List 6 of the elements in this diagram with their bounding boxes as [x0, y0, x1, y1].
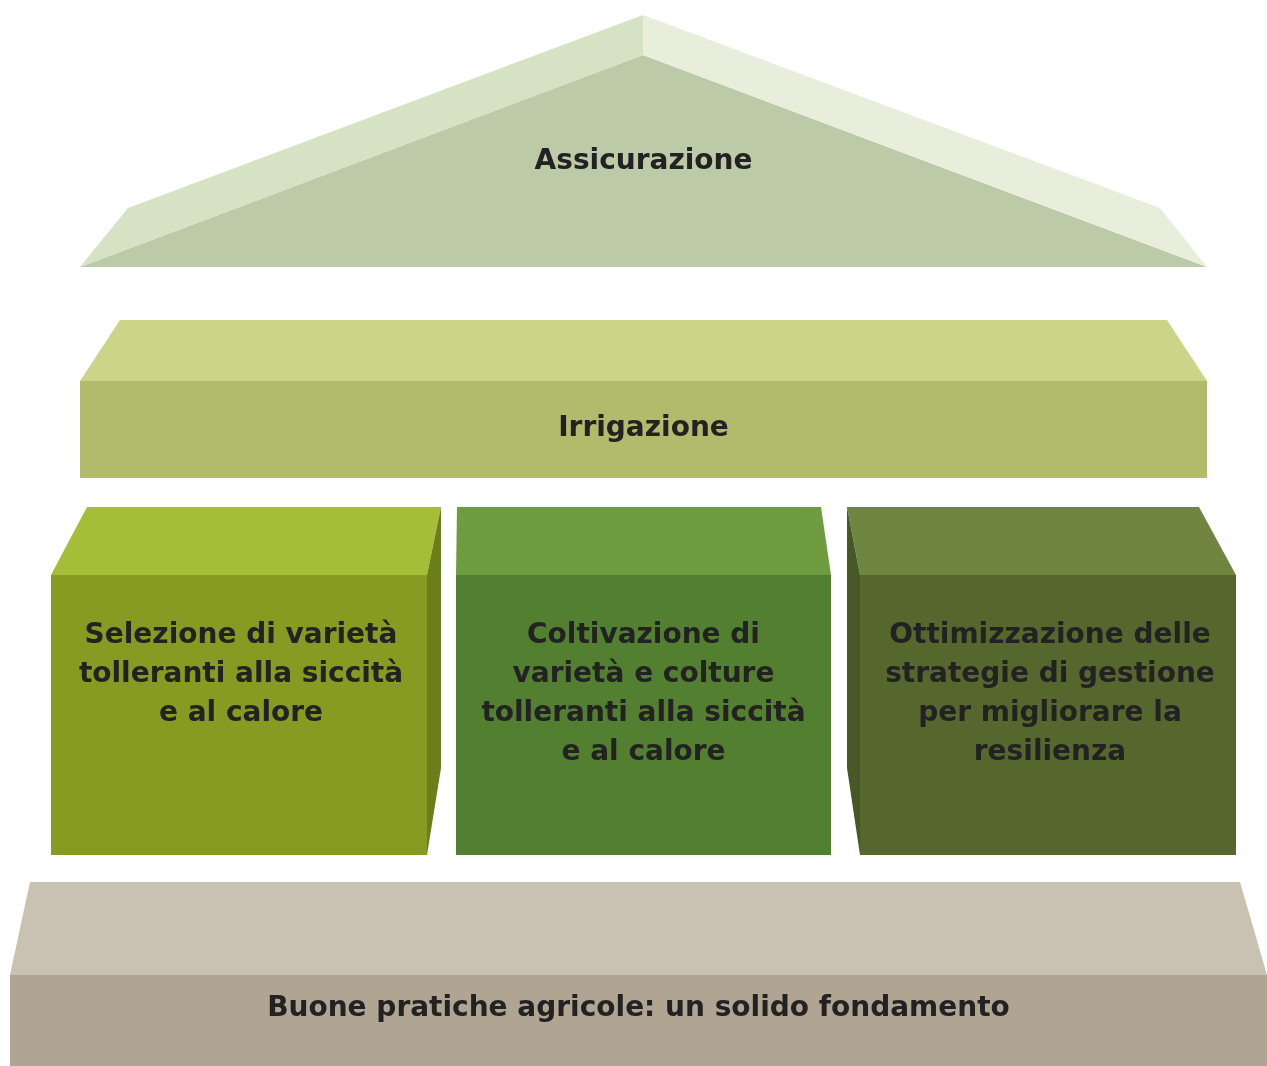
pillar-label: Coltivazione di varietà e colture tolleranti alla siccità e al calore — [480, 616, 807, 769]
roof-label: Assicurazione — [533, 142, 754, 178]
beam-label: Irrigazione — [557, 409, 730, 445]
foundation-label: Buone pratiche agricole: un solido fondamento — [266, 989, 1011, 1025]
pillar-label: Selezione di varietà tolleranti alla siccità e al calore — [77, 616, 405, 730]
pillar-label: Ottimizzazione delle strategie di gestione per migliorare la resilienza — [884, 616, 1216, 769]
